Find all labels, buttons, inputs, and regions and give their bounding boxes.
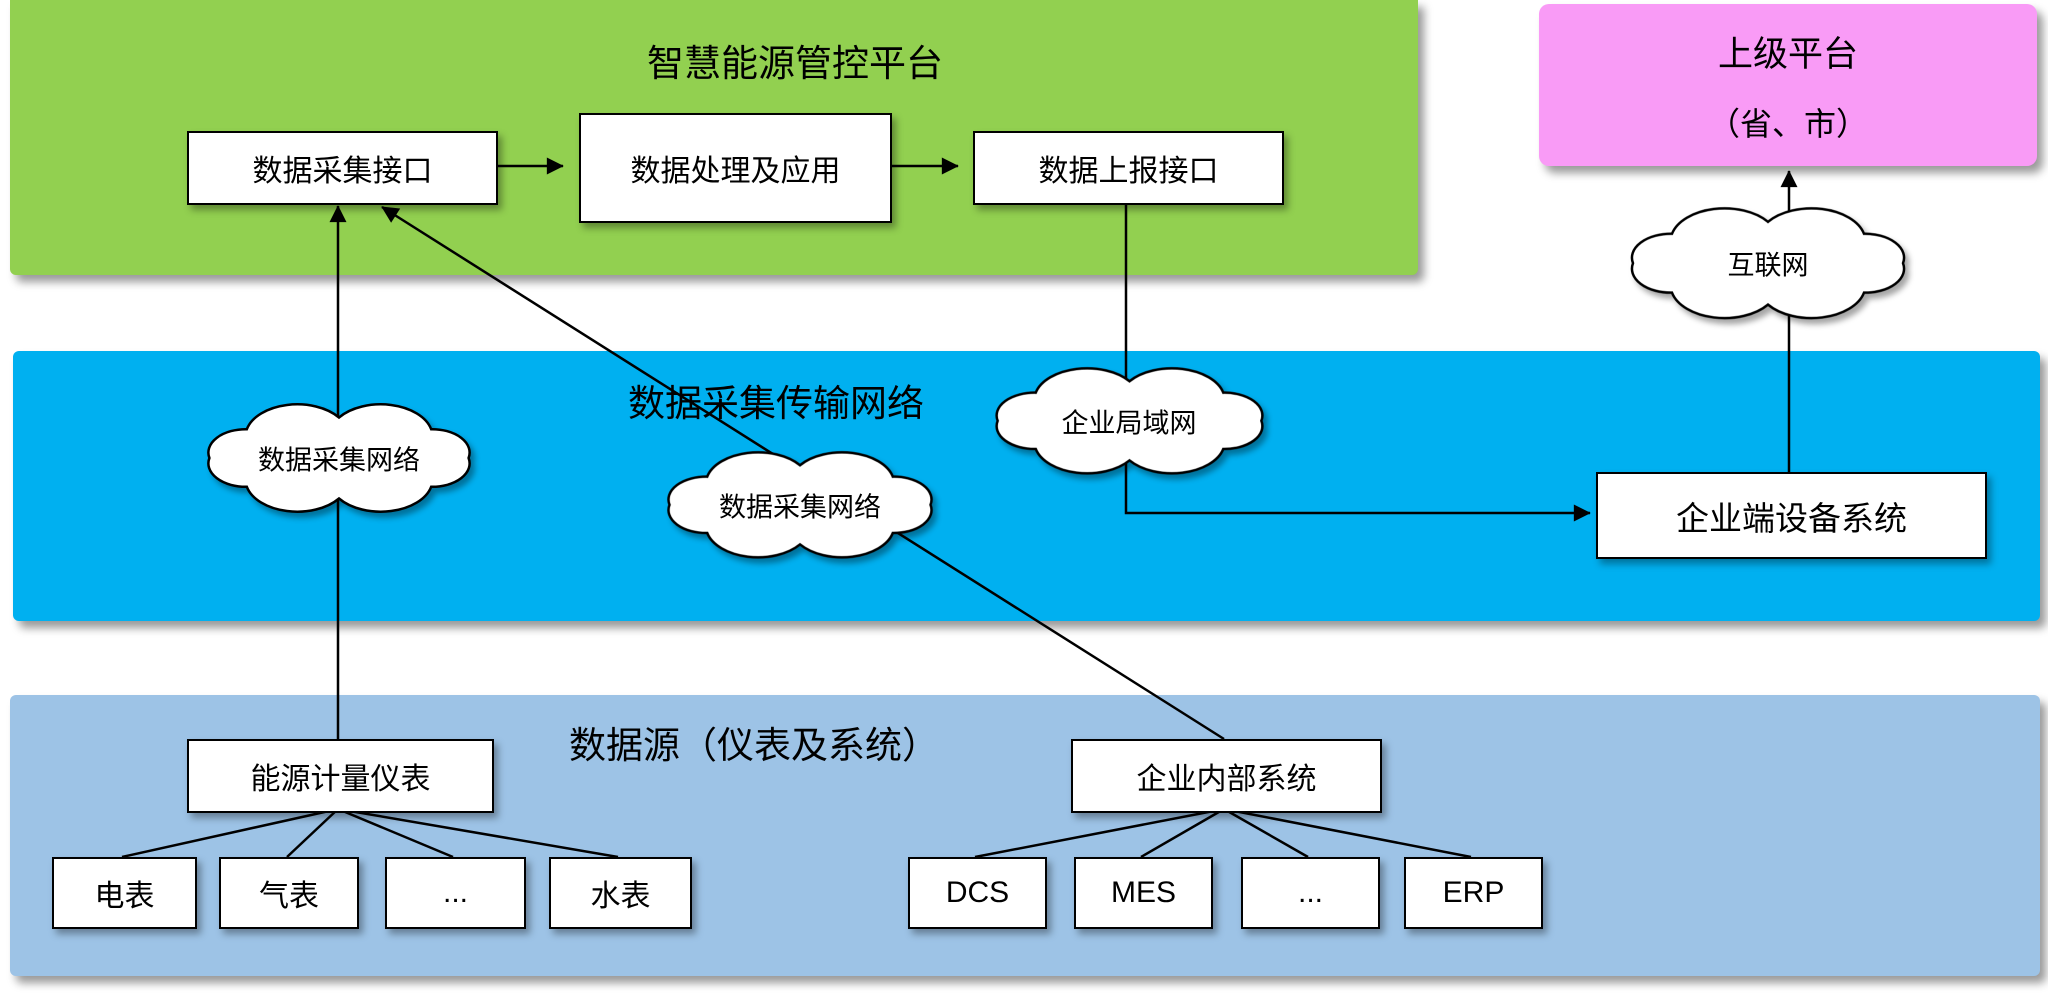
node-data-report-interface: 数据上报接口 <box>973 131 1284 205</box>
cloud-label-lan: 企业局域网 <box>1061 408 1197 439</box>
node-water-meter: 水表 <box>549 857 692 929</box>
node-enterprise-internal-systems: 企业内部系统 <box>1071 739 1382 813</box>
node-electric-meter: 电表 <box>52 857 197 929</box>
node-dcs: DCS <box>908 857 1047 929</box>
node-erp: ERP <box>1404 857 1543 929</box>
node-system-ellipsis: ... <box>1241 857 1380 929</box>
node-data-process-app: 数据处理及应用 <box>579 113 892 223</box>
node-enterprise-device-system: 企业端设备系统 <box>1596 472 1987 559</box>
superior-platform-subtitle: （省、市） <box>1707 105 1868 142</box>
node-mes: MES <box>1074 857 1213 929</box>
datasource-band-title: 数据源（仪表及系统） <box>569 725 939 766</box>
network-band-title: 数据采集传输网络 <box>628 383 924 424</box>
node-data-collect-interface: 数据采集接口 <box>187 131 498 205</box>
platform-band-title: 智慧能源管控平台 <box>647 43 943 84</box>
cloud-label-collect-left: 数据采集网络 <box>258 445 420 476</box>
node-gas-meter: 气表 <box>219 857 359 929</box>
node-energy-meters: 能源计量仪表 <box>187 739 494 813</box>
node-meter-ellipsis: ... <box>385 857 526 929</box>
cloud-label-internet: 互联网 <box>1727 250 1809 281</box>
superior-platform-box: 上级平台 （省、市） <box>1539 4 2037 166</box>
cloud-label-collect-mid: 数据采集网络 <box>719 492 881 523</box>
superior-platform-title: 上级平台 <box>1717 34 1858 74</box>
datasource-band <box>10 695 2040 976</box>
